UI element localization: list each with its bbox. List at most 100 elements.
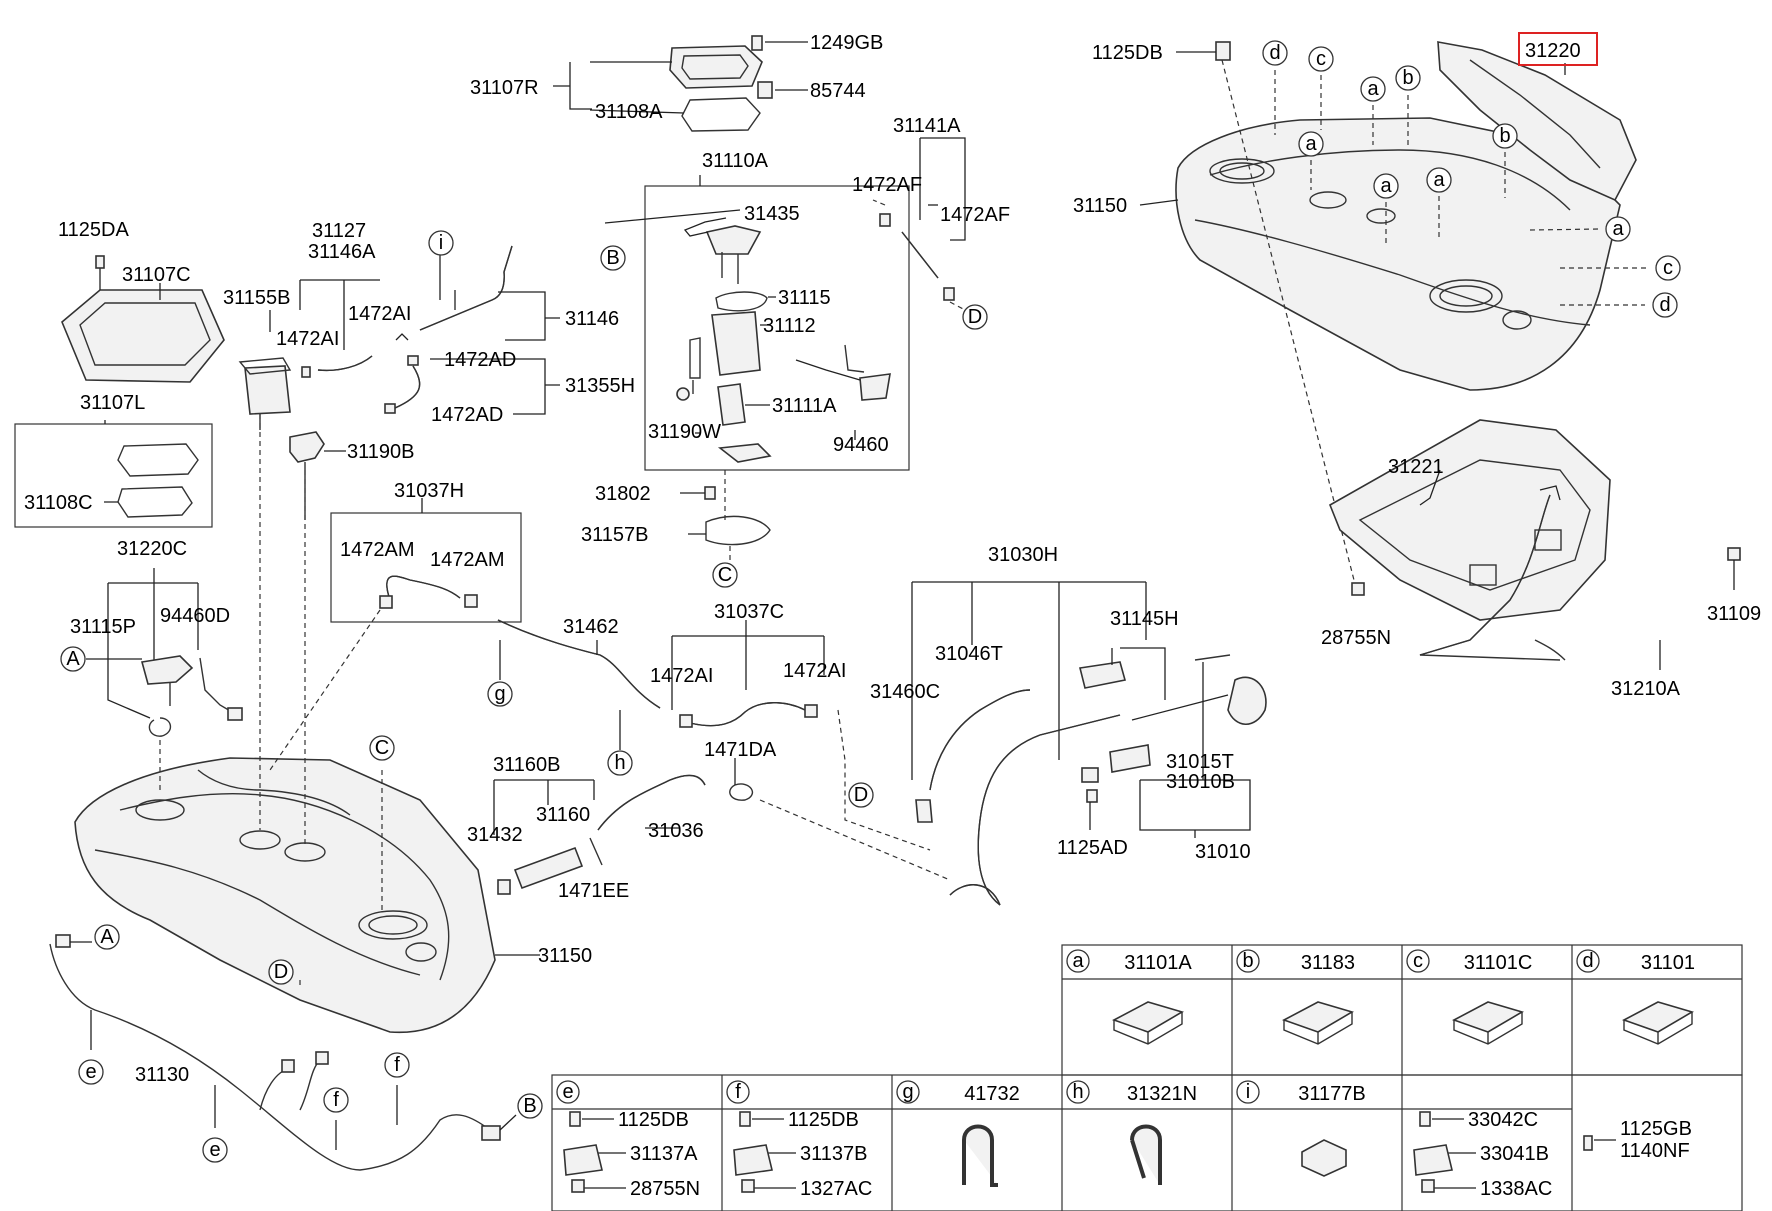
svg-text:h: h (1072, 1081, 1083, 1103)
part-number-label: 31108A (595, 101, 663, 123)
part-number-label: 31108C (24, 492, 93, 514)
part-number-label: 31145H (1110, 608, 1179, 630)
part-number-label: 31141A (893, 115, 961, 137)
svg-text:C: C (718, 564, 732, 586)
part-number-label: 31160 (536, 804, 590, 826)
svg-text:33041B: 33041B (1480, 1143, 1549, 1165)
legend-cell-bottom: h 31321N (1066, 1080, 1197, 1185)
callout-letter: b (1395, 65, 1421, 91)
part-number-label: 31107R (470, 77, 539, 99)
svg-text:C: C (375, 737, 389, 759)
callout-letter: B (517, 1093, 543, 1119)
svg-text:d: d (1582, 950, 1593, 972)
part-number-label: 31107L (80, 392, 145, 414)
part-number-label: 1125AD (1057, 837, 1128, 859)
sender-cover-plate (669, 45, 763, 89)
svg-text:a: a (1072, 950, 1084, 972)
part-number-label: 31432 (467, 824, 523, 846)
hose-31037h (386, 575, 461, 601)
svg-text:31177B: 31177B (1298, 1083, 1365, 1105)
part-number-label: 85744 (810, 80, 866, 102)
svg-text:B: B (606, 247, 619, 269)
svg-text:31321N: 31321N (1127, 1083, 1197, 1105)
valve-31190b (289, 431, 325, 463)
fuel-tank-lower (74, 757, 496, 1034)
legend-top-cells: a 31101A b 31183 c 31101C d 31101 (1066, 949, 1695, 1045)
svg-text:b: b (1402, 67, 1413, 89)
svg-text:a: a (1380, 175, 1392, 197)
part-number-label: 31037H (394, 480, 464, 502)
part-number-label: 31460C (870, 681, 940, 703)
callout-letter: a (1298, 131, 1324, 157)
part-number-label: 31146 (565, 308, 619, 330)
svg-text:g: g (494, 683, 505, 705)
part-box-31110a (644, 185, 910, 471)
highlighted-part[interactable]: 31220 (1518, 32, 1598, 66)
legend-cell-b: b 31183 (1236, 949, 1355, 1045)
callout-letter: i (428, 230, 454, 256)
svg-text:31183: 31183 (1301, 952, 1355, 974)
part-number-label: 31030H (988, 544, 1058, 566)
svg-text:41732: 41732 (964, 1083, 1020, 1105)
filler-connector (513, 846, 584, 890)
sender-gasket (681, 97, 761, 132)
svg-text:a: a (1367, 78, 1379, 100)
part-number-label: 31221 (1388, 456, 1444, 478)
part-number-label: 31109 (1707, 603, 1761, 625)
clamp-1471da (729, 783, 754, 801)
svg-text:31137A: 31137A (630, 1143, 698, 1165)
svg-text:c: c (1413, 950, 1423, 972)
part-number-label: 31015T (1166, 751, 1234, 773)
part-number-label: 31150 (1073, 195, 1127, 217)
svg-text:a: a (1612, 218, 1624, 240)
part-number-label: 1472AD (444, 349, 516, 371)
callout-letter: a (1426, 167, 1452, 193)
callout-letter: D (962, 304, 988, 330)
part-number-label: 1125DA (58, 219, 129, 241)
part-number-label: 31115 (778, 287, 831, 309)
filler-cap (1227, 676, 1267, 726)
callout-letter: c (1655, 255, 1681, 281)
part-number-label: 31110A (702, 150, 769, 172)
svg-text:f: f (333, 1089, 339, 1111)
callout-letter: A (60, 646, 86, 672)
part-number-label: 31130 (135, 1064, 189, 1086)
legend-cell-a: a 31101A (1066, 949, 1192, 1045)
part-number-label: 1249GB (810, 32, 883, 54)
part-number-label: 94460D (160, 605, 230, 627)
part-number-label: 1472AM (340, 539, 415, 561)
svg-text:b: b (1242, 950, 1253, 972)
sender-unit (859, 373, 891, 401)
highlighted-part-number[interactable]: 31220 (1525, 40, 1581, 62)
svg-text:D: D (968, 306, 982, 328)
part-box-31037h (330, 512, 522, 623)
svg-text:b: b (1499, 125, 1510, 147)
callout-letter: C (369, 735, 395, 761)
callout-letter: f (384, 1052, 410, 1078)
part-number-label: 31127 (312, 220, 366, 242)
part-number-label: 31190W (648, 421, 721, 443)
sender-31220c (140, 655, 194, 685)
svg-text:i: i (1246, 1081, 1250, 1103)
filler-pipe-main (977, 714, 1121, 906)
part-number-label: 31111A (772, 395, 837, 417)
part-box-31107l (14, 423, 213, 528)
pump-gasket (715, 291, 768, 312)
part-number-label: 31150 (538, 945, 592, 967)
callout-letter: d (1652, 292, 1678, 318)
svg-text:31137B: 31137B (800, 1143, 867, 1165)
part-number-label: 1472AF (852, 174, 922, 196)
svg-text:31101: 31101 (1641, 952, 1695, 974)
svg-text:33042C: 33042C (1468, 1109, 1538, 1131)
part-number-label: 1472AI (276, 328, 339, 350)
svg-text:31101C: 31101C (1464, 952, 1533, 974)
part-number-label: 1472AI (650, 665, 713, 687)
svg-text:31101A: 31101A (1124, 952, 1192, 974)
svg-text:c: c (1316, 48, 1326, 70)
legend-cell-d: d 31101 (1576, 949, 1695, 1045)
part-shapes (14, 35, 1741, 1171)
vent-pipe-31046t (929, 689, 1031, 791)
